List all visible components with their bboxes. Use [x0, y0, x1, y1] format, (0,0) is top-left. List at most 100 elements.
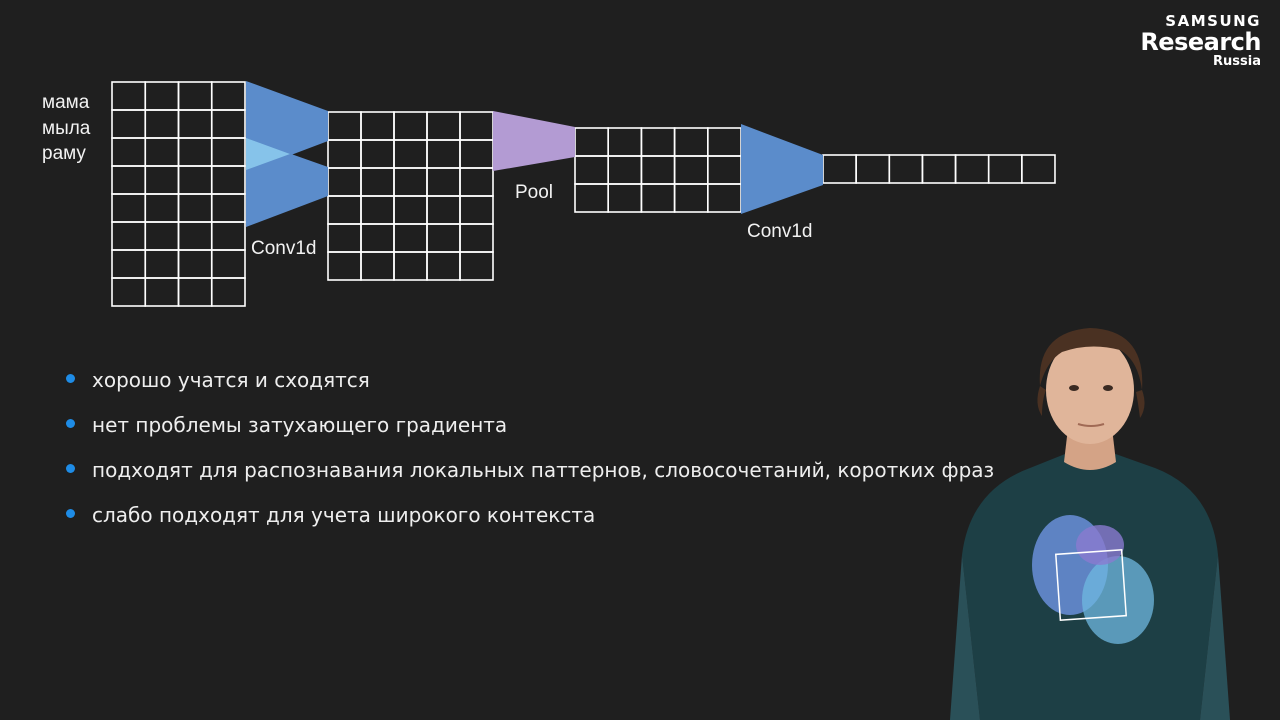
grid-cell: [426, 111, 461, 141]
samsung-research-logo: SAMSUNG Research Russia: [1140, 12, 1261, 69]
grid-cell: [673, 155, 709, 185]
grid-cell: [144, 109, 180, 139]
grid-cell: [144, 165, 180, 195]
grid-cell: [459, 167, 494, 197]
grid-cell: [360, 195, 395, 225]
grid-cell: [607, 183, 643, 213]
grid-cell: [426, 195, 461, 225]
conv1d-label-1: Conv1d: [251, 238, 317, 259]
grid-cell: [673, 183, 709, 213]
grid-cell: [177, 165, 213, 195]
grid-cell: [459, 139, 494, 169]
grid-cell: [210, 221, 246, 251]
grid-cell: [327, 139, 362, 169]
pool-output-grid: [574, 127, 742, 213]
grid-cell: [426, 167, 461, 197]
grid-cell: [855, 154, 891, 184]
grid-cell: [393, 111, 428, 141]
grid-cell: [393, 195, 428, 225]
bullet-dot-icon: [66, 509, 75, 518]
input-word-3: раму: [42, 143, 86, 164]
logo-russia: Russia: [1213, 54, 1261, 69]
grid-cell: [459, 251, 494, 281]
grid-cell: [177, 81, 213, 111]
grid-cell: [393, 223, 428, 253]
bullet-dot-icon: [66, 374, 75, 383]
grid-cell: [177, 137, 213, 167]
pool-label: Pool: [515, 182, 553, 203]
grid-cell: [210, 109, 246, 139]
grid-cell: [888, 154, 924, 184]
grid-cell: [144, 249, 180, 279]
grid-cell: [144, 221, 180, 251]
grid-cell: [210, 165, 246, 195]
pool-trapezoid: [493, 111, 575, 171]
grid-cell: [360, 223, 395, 253]
grid-cell: [210, 277, 246, 307]
grid-cell: [360, 111, 395, 141]
grid-cell: [210, 193, 246, 223]
grid-cell: [673, 127, 709, 157]
grid-cell: [640, 155, 676, 185]
conv2-trapezoid: [741, 124, 823, 214]
grid-cell: [640, 127, 676, 157]
cnn-diagram: мама мыла раму Conv1d Pool Conv1d: [42, 81, 1056, 307]
grid-cell: [327, 223, 362, 253]
grid-cell: [111, 249, 147, 279]
grid-cell: [393, 139, 428, 169]
conv1d-label-2: Conv1d: [747, 221, 813, 242]
grid-cell: [459, 195, 494, 225]
input-word-1: мама: [42, 92, 90, 113]
grid-cell: [144, 193, 180, 223]
grid-cell: [393, 251, 428, 281]
presenter-video: [950, 328, 1230, 720]
grid-cell: [1021, 154, 1056, 184]
grid-cell: [111, 165, 147, 195]
bullet-item: хорошо учатся и сходятся: [63, 365, 1023, 395]
grid-cell: [426, 223, 461, 253]
grid-cell: [144, 137, 180, 167]
grid-cell: [327, 195, 362, 225]
grid-cell: [144, 81, 180, 111]
grid-cell: [706, 183, 742, 213]
grid-cell: [177, 109, 213, 139]
grid-cell: [327, 111, 362, 141]
grid-cell: [607, 127, 643, 157]
grid-cell: [921, 154, 957, 184]
grid-cell: [574, 127, 610, 157]
grid-cell: [459, 111, 494, 141]
grid-cell: [111, 109, 147, 139]
conv2-output-vector: [822, 154, 1056, 184]
grid-cell: [111, 221, 147, 251]
bullet-item: нет проблемы затухающего градиента: [63, 410, 1023, 440]
grid-cell: [954, 154, 990, 184]
grid-cell: [360, 139, 395, 169]
bullet-dot-icon: [66, 419, 75, 428]
grid-cell: [144, 277, 180, 307]
grid-cell: [360, 251, 395, 281]
grid-cell: [210, 81, 246, 111]
grid-cell: [459, 223, 494, 253]
grid-cell: [111, 193, 147, 223]
grid-cell: [177, 249, 213, 279]
logo-samsung: SAMSUNG: [1165, 12, 1261, 30]
logo-research: Research: [1140, 28, 1261, 56]
bullet-item: подходят для распознавания локальных пат…: [63, 455, 1023, 485]
grid-cell: [574, 183, 610, 213]
grid-cell: [111, 137, 147, 167]
grid-cell: [177, 277, 213, 307]
grid-cell: [640, 183, 676, 213]
grid-cell: [706, 127, 742, 157]
input-word-2: мыла: [42, 118, 91, 139]
grid-cell: [111, 81, 147, 111]
grid-cell: [327, 251, 362, 281]
grid-cell: [177, 193, 213, 223]
grid-cell: [426, 139, 461, 169]
conv1-overlap-region: [246, 138, 290, 170]
grid-cell: [210, 137, 246, 167]
grid-cell: [327, 167, 362, 197]
grid-cell: [177, 221, 213, 251]
grid-cell: [360, 167, 395, 197]
conv1-output-grid: [327, 111, 494, 281]
bullet-list: хорошо учатся и сходятся нет проблемы за…: [63, 365, 1023, 545]
